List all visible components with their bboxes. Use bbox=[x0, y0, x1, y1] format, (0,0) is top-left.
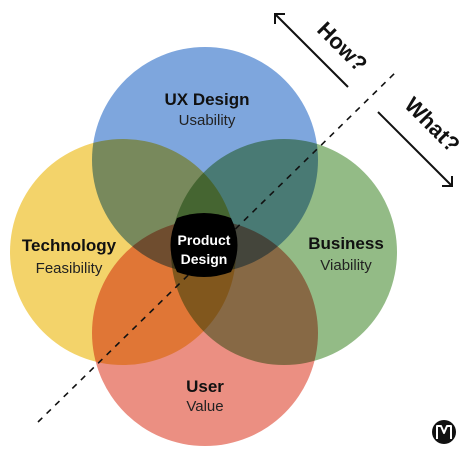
circle-user bbox=[92, 220, 318, 446]
ux-design-title: UX Design bbox=[164, 90, 249, 109]
ux-design-subtitle: Usability bbox=[179, 112, 236, 129]
business-subtitle: Viability bbox=[320, 257, 372, 274]
center-label-line1: Product bbox=[178, 232, 231, 248]
how-arrowhead-icon bbox=[274, 13, 285, 24]
how-label: How? bbox=[312, 17, 372, 77]
business-title: Business bbox=[308, 234, 384, 253]
user-subtitle: Value bbox=[186, 398, 223, 415]
venn-circles bbox=[10, 47, 397, 446]
m-monogram-icon bbox=[432, 420, 456, 444]
what-arrow-line bbox=[377, 111, 453, 187]
technology-title: Technology bbox=[22, 236, 117, 255]
center-product-design-shape bbox=[170, 213, 238, 277]
how-arrow-line bbox=[274, 13, 349, 88]
how-arrow: How? bbox=[274, 13, 372, 88]
technology-subtitle: Feasibility bbox=[36, 260, 103, 277]
what-arrow: What? bbox=[377, 92, 465, 187]
center-label-line2: Design bbox=[181, 251, 228, 267]
what-label: What? bbox=[400, 92, 465, 157]
user-title: User bbox=[186, 377, 224, 396]
what-arrowhead-icon bbox=[442, 176, 453, 187]
